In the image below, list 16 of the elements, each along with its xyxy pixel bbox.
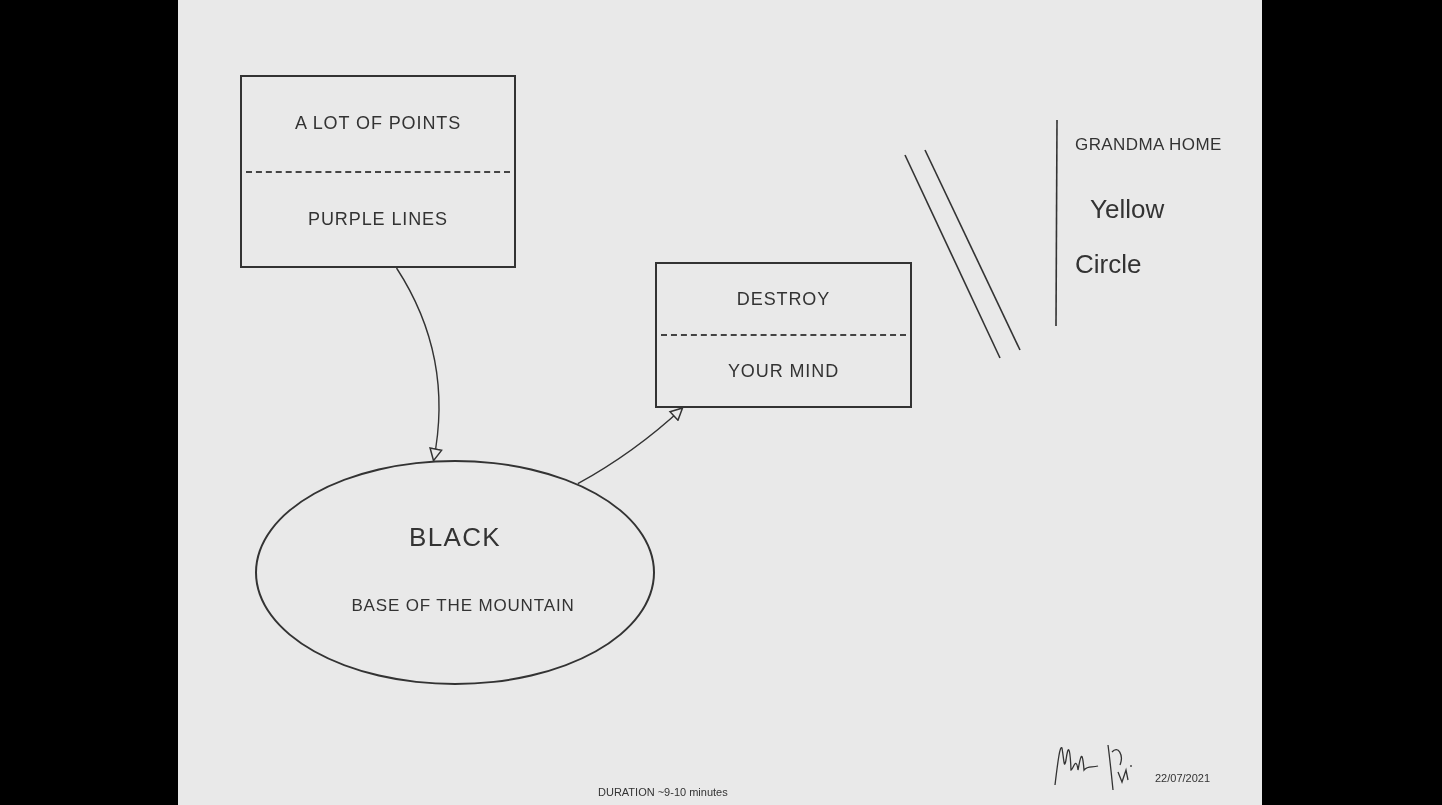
node-text: A LOT OF POINTS: [294, 112, 462, 136]
ellipse-node: [255, 460, 655, 685]
process-box: [655, 262, 912, 408]
node-text: PURPLE LINES: [308, 207, 448, 231]
note-text: Yellow: [1090, 193, 1165, 226]
note-text: Circle: [1075, 248, 1142, 281]
arrow: [577, 407, 684, 485]
note-text: GRANDMA HOME: [1075, 134, 1222, 156]
process-box: [240, 75, 516, 268]
date-text: 22/07/2021: [1155, 771, 1211, 786]
arrow: [395, 267, 442, 462]
node-text: DESTROY: [736, 287, 831, 311]
node-text: BLACK: [409, 522, 501, 553]
duration-text: DURATION ~9-10 minutes: [598, 785, 728, 800]
node-text: BASE OF THE MOUNTAIN: [351, 596, 575, 616]
node-text: YOUR MIND: [727, 359, 840, 383]
